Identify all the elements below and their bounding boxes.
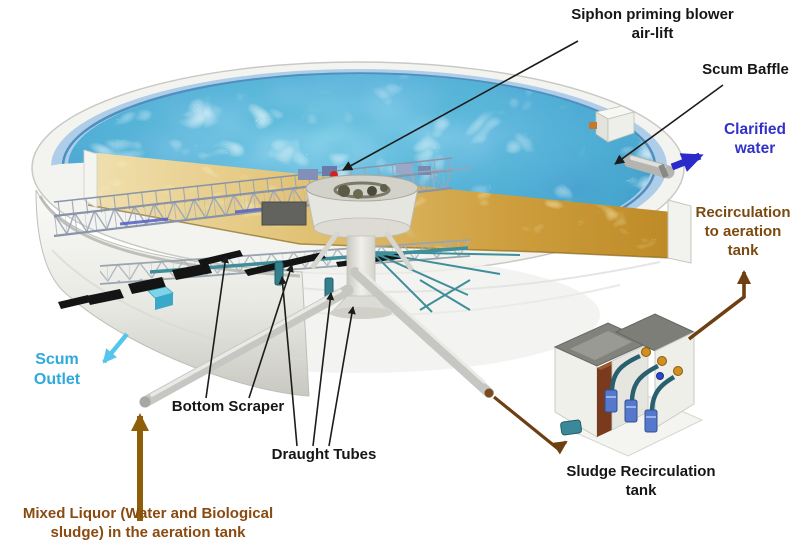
label-recirculation: Recirculation to aeration tank — [695, 204, 791, 259]
mixed-liquor-inlet-pipe — [139, 284, 354, 408]
clarified-water-arrow — [670, 152, 704, 172]
bridge-machinery — [298, 164, 431, 180]
label-scum-outlet: Scum Outlet — [33, 351, 81, 388]
draught-tubes-pointer-3 — [328, 306, 356, 447]
label-mixed-liquor: Mixed Liquor (Water and Biological sludg… — [22, 505, 274, 541]
label-scum-baffle: Scum Baffle — [702, 61, 789, 78]
sludge-withdrawal-pipe — [350, 267, 494, 398]
feedwell-internals — [333, 181, 391, 199]
platform-rail-right — [417, 167, 473, 173]
scum-baffle-pointer — [614, 84, 724, 165]
label-sludge-recirculation-tank: Sludge Recirculation tank — [566, 463, 716, 499]
sludge-recirculation-tank — [553, 313, 704, 457]
label-bottom-scraper: Bottom Scraper — [171, 398, 285, 415]
column-base — [330, 307, 392, 319]
effluent-box — [589, 105, 636, 143]
inlet-pump — [560, 419, 582, 436]
draught-tubes-pointer-2 — [312, 292, 335, 447]
draught-tubes-pointer-1 — [278, 276, 298, 447]
clarified-water-pipe — [623, 154, 675, 179]
center-drive-feedwell — [261, 174, 419, 319]
submersible-pumps — [604, 353, 676, 433]
bridge-handrail — [53, 157, 453, 203]
support-struts — [309, 230, 415, 272]
inlet-pipe-end — [139, 396, 151, 408]
pipe-flange — [658, 163, 669, 179]
label-siphon-priming-blower: Siphon priming blower air-lift — [571, 6, 734, 42]
sludge-pipe-end — [484, 388, 494, 398]
label-pointer-lines — [205, 40, 724, 447]
feedwell-rim — [305, 174, 419, 202]
blue-valve — [656, 372, 664, 380]
scum-outlet-box — [147, 286, 174, 310]
wall-cut-face-right — [667, 199, 692, 264]
sludge-feed-pipe-arrow — [492, 395, 568, 455]
bottom-scraper-pointer-2 — [248, 264, 294, 399]
label-draught-tubes: Draught Tubes — [271, 446, 377, 463]
effluent-box-marker — [589, 122, 597, 129]
discharge-fittings — [641, 347, 683, 380]
recirculation-pipe-arrow — [687, 270, 751, 341]
label-clarified-water: Clarified water — [723, 121, 786, 157]
bottom-scraper-pointer-1 — [205, 255, 229, 399]
siphon-pointer — [342, 40, 579, 171]
drive-housing — [261, 201, 307, 226]
scum-outlet-arrow — [102, 332, 129, 364]
